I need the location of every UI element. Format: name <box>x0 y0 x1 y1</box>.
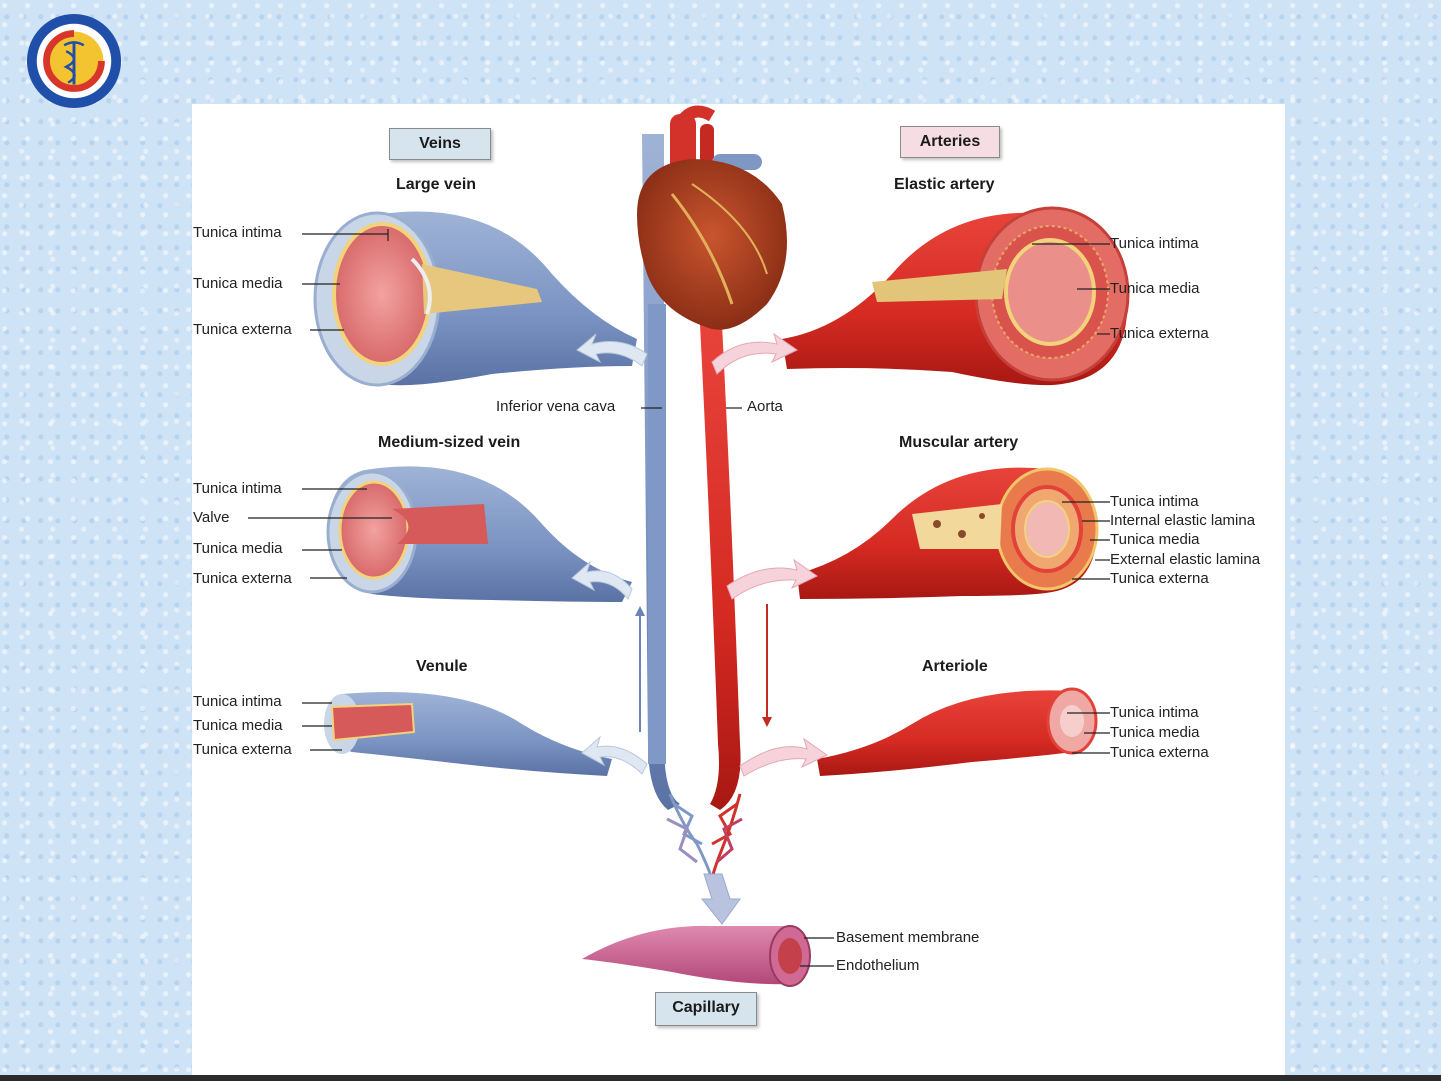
medium-vein-tunica-externa-label: Tunica externa <box>193 570 292 587</box>
capillary-endothelium-label: Endothelium <box>836 957 920 974</box>
medium-vein-tunica-intima-label: Tunica intima <box>193 480 282 497</box>
medium-vein-tunica-media-label: Tunica media <box>193 540 283 557</box>
muscular-artery-tunica-media-label: Tunica media <box>1110 531 1200 548</box>
capillary-header-box: Capillary <box>655 992 757 1026</box>
arteries-header-box: Arteries <box>900 126 1000 158</box>
large-vein-tunica-intima-label: Tunica intima <box>193 224 282 241</box>
venule <box>324 692 612 776</box>
large-vein-title: Large vein <box>396 176 477 193</box>
flow-arrow-elastic-artery <box>711 332 798 375</box>
venule-tunica-media-label: Tunica media <box>193 717 283 734</box>
venule-tunica-externa-label: Tunica externa <box>193 741 292 758</box>
inferior-vena-cava-label: Inferior vena cava <box>496 398 616 415</box>
capillary-bed <box>666 793 743 880</box>
elastic-artery-tunica-externa-label: Tunica externa <box>1110 325 1209 342</box>
arteriole-tunica-intima-label: Tunica intima <box>1110 704 1199 721</box>
arteriole-title: Arteriole <box>922 658 988 675</box>
flow-arrow-capillary <box>700 873 741 925</box>
elastic-artery-tunica-media-label: Tunica media <box>1110 280 1200 297</box>
elastic-artery <box>782 206 1130 386</box>
capillary-basement-membrane-label: Basement membrane <box>836 929 980 946</box>
muscular-artery <box>797 467 1099 599</box>
large-vein-tunica-externa-label: Tunica externa <box>193 321 292 338</box>
heart <box>637 105 787 330</box>
medium-sized-vein-title: Medium-sized vein <box>378 434 521 451</box>
arteriole-tunica-media-label: Tunica media <box>1110 724 1200 741</box>
veins-header-box: Veins <box>389 128 491 160</box>
arteriole <box>817 687 1098 776</box>
large-vein <box>313 211 637 387</box>
medium-sized-vein <box>326 466 632 602</box>
muscular-artery-tunica-intima-label: Tunica intima <box>1110 493 1199 510</box>
venule-tunica-intima-label: Tunica intima <box>193 693 282 710</box>
flow-arrow-muscular-artery <box>726 558 818 600</box>
caduceus-emblem-icon <box>63 41 85 85</box>
medium-vein-valve-label: Valve <box>193 509 230 526</box>
elastic-artery-tunica-intima-label: Tunica intima <box>1110 235 1199 252</box>
university-logo <box>26 13 122 109</box>
blood-vessel-illustration <box>248 105 1130 987</box>
flow-arrow-large-vein <box>576 333 648 367</box>
muscular-artery-title: Muscular artery <box>899 434 1019 451</box>
venule-title: Venule <box>416 658 468 675</box>
circulatory-diagram-panel: Veins Arteries Capillary Large vein Elas… <box>192 104 1285 1081</box>
flow-arrow-medium-vein <box>571 560 633 600</box>
arteriole-tunica-externa-label: Tunica externa <box>1110 744 1209 761</box>
flow-arrow-venule <box>581 735 648 775</box>
muscular-artery-internal-elastic-lamina-label: Internal elastic lamina <box>1110 512 1256 529</box>
muscular-artery-external-elastic-lamina-label: External elastic lamina <box>1110 551 1261 568</box>
flow-arrow-arteriole <box>739 737 828 777</box>
aorta-label: Aorta <box>747 398 783 415</box>
aorta <box>700 324 741 810</box>
large-vein-tunica-media-label: Tunica media <box>193 275 283 292</box>
capillary <box>582 925 811 987</box>
muscular-artery-tunica-externa-label: Tunica externa <box>1110 570 1209 587</box>
elastic-artery-title: Elastic artery <box>894 176 995 193</box>
inferior-vena-cava <box>642 134 680 810</box>
bottom-border <box>0 1075 1441 1081</box>
